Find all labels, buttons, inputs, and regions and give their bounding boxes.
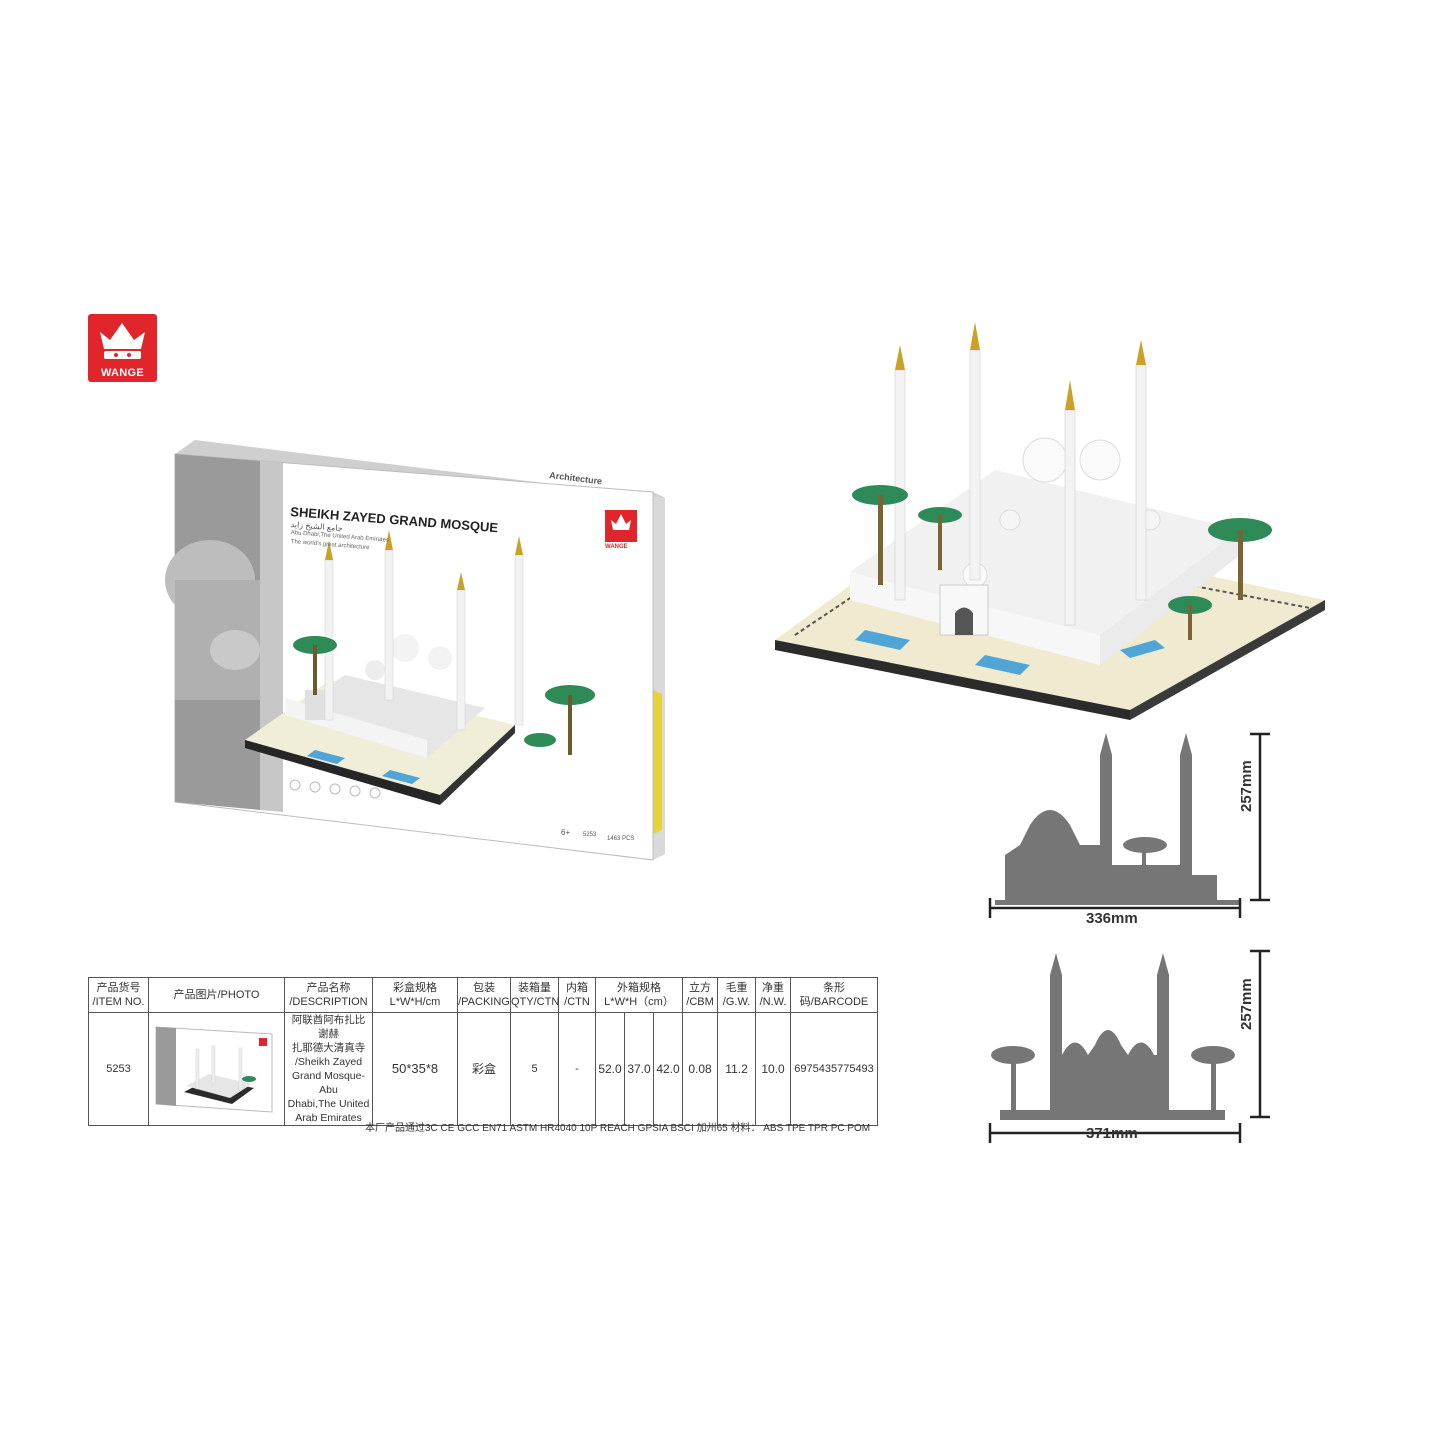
product-thumbnail: [155, 1026, 272, 1113]
cell-inner: -: [558, 1012, 596, 1126]
table-row: 5253 阿联酋阿布扎比谢赫 扎耶德大清真寺 /Sheikh Zayed: [88, 1012, 879, 1126]
cell-description: 阿联酋阿布扎比谢赫 扎耶德大清真寺 /Sheikh Zayed Grand Mo…: [284, 1012, 373, 1126]
wange-logo: WANGE: [88, 314, 157, 382]
header-packing: 包装/PACKING: [457, 977, 511, 1013]
header-photo: 产品图片/PHOTO: [148, 977, 285, 1013]
box-age: 6+: [561, 828, 571, 837]
built-model-image: [770, 310, 1330, 730]
mosque-silhouette-side: [991, 953, 1235, 1120]
cell-item-no: 5253: [88, 1012, 149, 1126]
height-label-top: 257mm: [1238, 760, 1255, 812]
mosque-silhouette-front: [995, 733, 1240, 905]
box-brand: WANGE: [605, 544, 628, 550]
cell-outer-l: 52.0: [595, 1012, 625, 1126]
cell-nw: 10.0: [755, 1012, 792, 1126]
cell-outer-h: 42.0: [652, 1012, 684, 1126]
box-item-no: 5253: [583, 832, 597, 838]
cell-cbm: 0.08: [682, 1012, 719, 1126]
width-label-top: 336mm: [1086, 910, 1138, 927]
cell-qty: 5: [510, 1012, 559, 1126]
header-cbm: 立方/CBM: [682, 977, 719, 1013]
crown-icon: [100, 323, 145, 359]
cell-gw: 11.2: [717, 1012, 757, 1126]
header-gw: 毛重/G.W.: [717, 977, 757, 1013]
header-nw: 净重/N.W.: [755, 977, 792, 1013]
height-dimension-line-top: [988, 732, 1270, 918]
header-item-no: 产品货号/ITEM NO.: [88, 977, 149, 1013]
box-pcs: 1463 PCS: [607, 836, 635, 842]
header-inner: 内箱/CTN: [558, 977, 596, 1013]
product-box-image: SHEIKH ZAYED GRAND MOSQUE جامع الشيخ زاي…: [165, 440, 685, 880]
spec-table: 产品货号/ITEM NO. 产品图片/PHOTO 产品名称/DESCRIPTIO…: [88, 977, 879, 1126]
certification-footnote: 本厂产品通过3C CE GCC EN71 ASTM HR4040 10P REA…: [365, 1123, 871, 1134]
cell-box-size: 50*35*8: [372, 1012, 458, 1126]
header-barcode: 条形码/BARCODE: [790, 977, 879, 1013]
height-label-bottom: 257mm: [1238, 978, 1255, 1030]
logo-brand-text: WANGE: [100, 367, 145, 379]
width-label-bottom: 371mm: [1086, 1125, 1138, 1142]
cell-outer-w: 37.0: [624, 1012, 654, 1126]
height-dimension-line-bottom: [988, 949, 1270, 1143]
cell-barcode: 6975435775493: [790, 1012, 879, 1126]
cell-packing: 彩盒: [457, 1012, 511, 1126]
cell-photo: [148, 1012, 285, 1126]
table-header-row: 产品货号/ITEM NO. 产品图片/PHOTO 产品名称/DESCRIPTIO…: [88, 977, 879, 1013]
header-description: 产品名称/DESCRIPTION: [284, 977, 373, 1013]
